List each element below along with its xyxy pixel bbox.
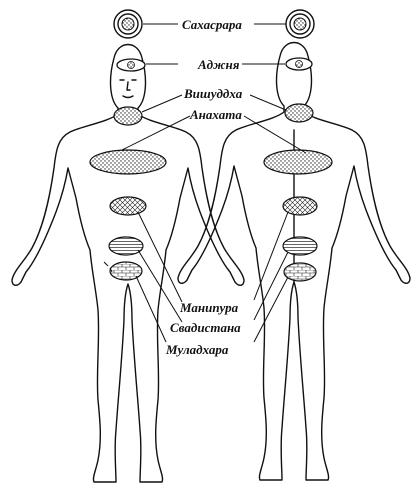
label-svadhisthana: Свадистана xyxy=(170,320,241,335)
label-muladhara: Муладхара xyxy=(165,342,229,357)
label-manipura: Манипура xyxy=(179,300,239,315)
label-sahasrara: Сахасрара xyxy=(182,17,242,32)
label-ajna: Аджня xyxy=(197,57,240,72)
anahata-markers xyxy=(90,150,332,174)
muladhara-markers xyxy=(104,262,316,281)
chakra-labels: Сахасрара Аджня Вишуддха Анахата Манипур… xyxy=(165,17,243,357)
svadhisthana-markers xyxy=(109,237,317,255)
label-vishuddha: Вишуддха xyxy=(183,86,243,101)
label-anahata: Анахата xyxy=(189,107,242,122)
front-face-features xyxy=(120,80,136,98)
